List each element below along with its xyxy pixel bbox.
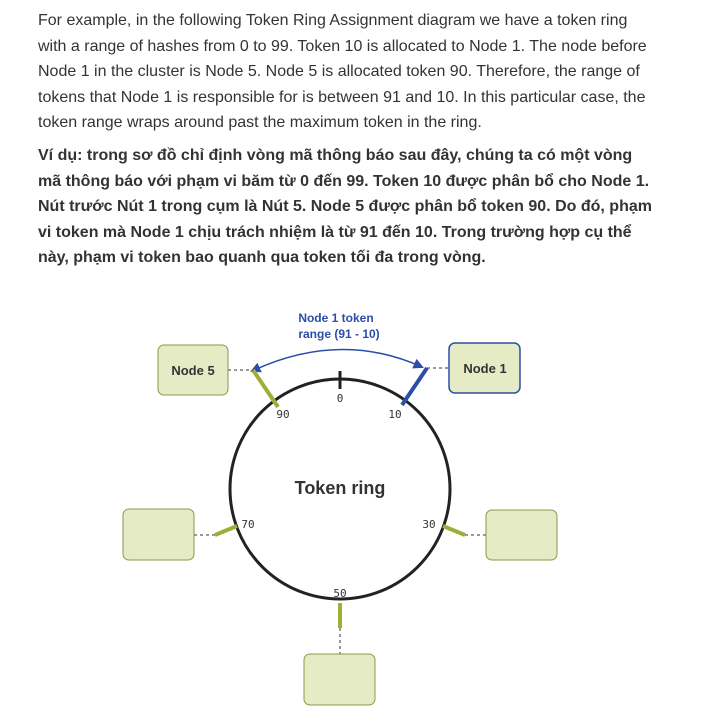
token-label-30: 30 (422, 518, 435, 531)
token-label-90: 90 (276, 408, 289, 421)
ring-title: Token ring (295, 478, 386, 498)
range-label-line1: Node 1 token (298, 311, 373, 325)
token-10-marker (400, 366, 429, 407)
token-ring-diagram: Node 1 token range (91 - 10) Token ring … (122, 311, 558, 706)
token-30-marker (442, 524, 466, 537)
token-label-70: 70 (241, 518, 254, 531)
node-box-30 (485, 509, 558, 561)
node-1-label: Node 1 (463, 361, 506, 376)
token-label-50: 50 (333, 587, 346, 600)
token-70-marker (214, 524, 238, 537)
node-5-box (157, 344, 229, 396)
token-label-10: 10 (388, 408, 401, 421)
token-90-marker (251, 368, 280, 409)
english-paragraph: For example, in the following Token Ring… (38, 12, 647, 131)
range-label-line2: range (91 - 10) (298, 327, 379, 341)
node-1-box (448, 342, 521, 394)
range-arc (250, 348, 424, 373)
token-label-0: 0 (337, 392, 344, 405)
node-5-label: Node 5 (171, 363, 214, 378)
vietnamese-paragraph: Ví dụ: trong sơ đồ chỉ định vòng mã thôn… (38, 147, 652, 266)
node-box-70 (122, 508, 195, 561)
node-box-50 (303, 653, 376, 706)
